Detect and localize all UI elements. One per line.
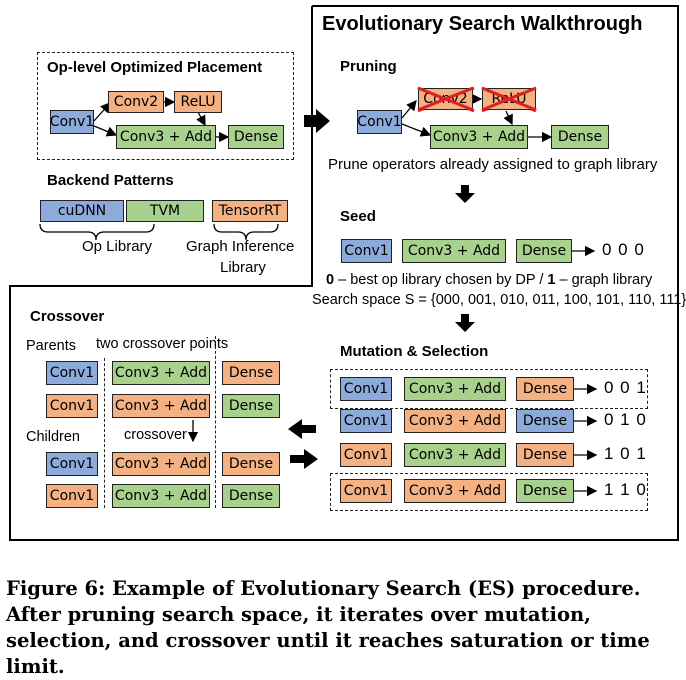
mutation-row1-conv1: Conv1 bbox=[340, 377, 392, 401]
mutation-row4-conv3-add: Conv3 + Add bbox=[404, 479, 506, 503]
mutation-row1-conv3-add: Conv3 + Add bbox=[404, 377, 506, 401]
placement-conv2: Conv2 bbox=[108, 91, 164, 113]
pruning-dense: Dense bbox=[551, 125, 609, 149]
backend-tensorrt: TensorRT bbox=[212, 200, 288, 222]
seed-conv3-add: Conv3 + Add bbox=[402, 239, 506, 263]
figure-caption: Figure 6: Example of Evolutionary Search… bbox=[6, 577, 650, 678]
placement-conv1: Conv1 bbox=[50, 110, 94, 134]
mutation-row1-code: 0 0 1 bbox=[604, 378, 647, 397]
placement-title: Op-level Optimized Placement bbox=[47, 59, 263, 76]
mutation-row2-conv1: Conv1 bbox=[340, 409, 392, 433]
seed-note: 0 – best op library chosen by DP / 1 – g… bbox=[326, 272, 652, 288]
seed-conv1: Conv1 bbox=[341, 239, 392, 263]
mutation-row4-code: 1 1 0 bbox=[604, 480, 647, 499]
mutation-row3-conv1: Conv1 bbox=[340, 443, 392, 467]
placement-conv3-add: Conv3 + Add bbox=[116, 125, 216, 149]
child1-conv3-add: Conv3 + Add bbox=[112, 452, 210, 476]
seed-title: Seed bbox=[340, 208, 376, 225]
search-space: Search space S = {000, 001, 010, 011, 10… bbox=[312, 292, 686, 308]
pruning-caption: Prune operators already assigned to grap… bbox=[328, 156, 658, 173]
placement-dense: Dense bbox=[228, 125, 284, 149]
mutation-row4-conv1: Conv1 bbox=[340, 479, 392, 503]
pruning-relu: ReLU bbox=[482, 88, 536, 110]
seed-dense: Dense bbox=[516, 239, 572, 263]
seed-note-bold0: 0 bbox=[326, 272, 335, 288]
pruning-conv2: Conv2 bbox=[418, 88, 473, 110]
seed-note-mid: – best op library chosen by DP / bbox=[334, 272, 548, 288]
child2-conv1: Conv1 bbox=[46, 484, 98, 508]
pruning-conv1: Conv1 bbox=[357, 110, 402, 134]
parents-label: Parents bbox=[26, 338, 76, 354]
placement-relu: ReLU bbox=[174, 91, 222, 113]
mutation-row3-conv3-add: Conv3 + Add bbox=[404, 443, 506, 467]
parent2-conv3-add: Conv3 + Add bbox=[112, 394, 210, 418]
mutation-row3-dense: Dense bbox=[516, 443, 574, 467]
mutation-row2-dense: Dense bbox=[516, 409, 574, 433]
child1-conv1: Conv1 bbox=[46, 452, 98, 476]
seed-note-end: – graph library bbox=[555, 272, 653, 288]
parent2-dense: Dense bbox=[222, 394, 280, 418]
mutation-row3-code: 1 0 1 bbox=[604, 444, 647, 463]
crossover-title: Crossover bbox=[30, 308, 105, 325]
graph-library-label-1: Graph Inference bbox=[186, 238, 295, 255]
graph-library-label-2: Library bbox=[220, 259, 266, 276]
mutation-selected-row-4 bbox=[330, 473, 648, 511]
crossover-point-1 bbox=[104, 358, 105, 508]
seed-code: 0 0 0 bbox=[602, 240, 645, 259]
parent1-conv1: Conv1 bbox=[46, 361, 98, 385]
crossover-label: crossover bbox=[124, 427, 187, 443]
pruning-title: Pruning bbox=[340, 58, 397, 75]
child1-dense: Dense bbox=[222, 452, 280, 476]
seed-note-bold1: 1 bbox=[547, 272, 556, 288]
children-label: Children bbox=[26, 429, 80, 445]
placement-panel bbox=[37, 52, 294, 160]
backend-title: Backend Patterns bbox=[47, 172, 174, 189]
mutation-row4-dense: Dense bbox=[516, 479, 574, 503]
crossover-point-2 bbox=[215, 336, 216, 508]
op-library-label: Op Library bbox=[82, 238, 153, 255]
child2-dense: Dense bbox=[222, 484, 280, 508]
child2-conv3-add: Conv3 + Add bbox=[112, 484, 210, 508]
right-block-arrow bbox=[304, 109, 330, 133]
mutation-row1-dense: Dense bbox=[516, 377, 574, 401]
parent1-conv3-add: Conv3 + Add bbox=[112, 361, 210, 385]
crossover-points-label: two crossover points bbox=[96, 336, 229, 352]
backend-cudnn: cuDNN bbox=[40, 200, 124, 222]
mutation-row2-code: 0 1 0 bbox=[604, 410, 647, 429]
parent1-dense: Dense bbox=[222, 361, 280, 385]
mutation-row2-conv3-add: Conv3 + Add bbox=[404, 409, 506, 433]
mutation-selected-row-1 bbox=[330, 369, 648, 409]
pruning-conv3-add: Conv3 + Add bbox=[430, 125, 528, 149]
parent2-conv1: Conv1 bbox=[46, 394, 98, 418]
backend-tvm: TVM bbox=[126, 200, 204, 222]
mutation-title: Mutation & Selection bbox=[340, 343, 489, 360]
walkthrough-title: Evolutionary Search Walkthrough bbox=[322, 13, 643, 35]
